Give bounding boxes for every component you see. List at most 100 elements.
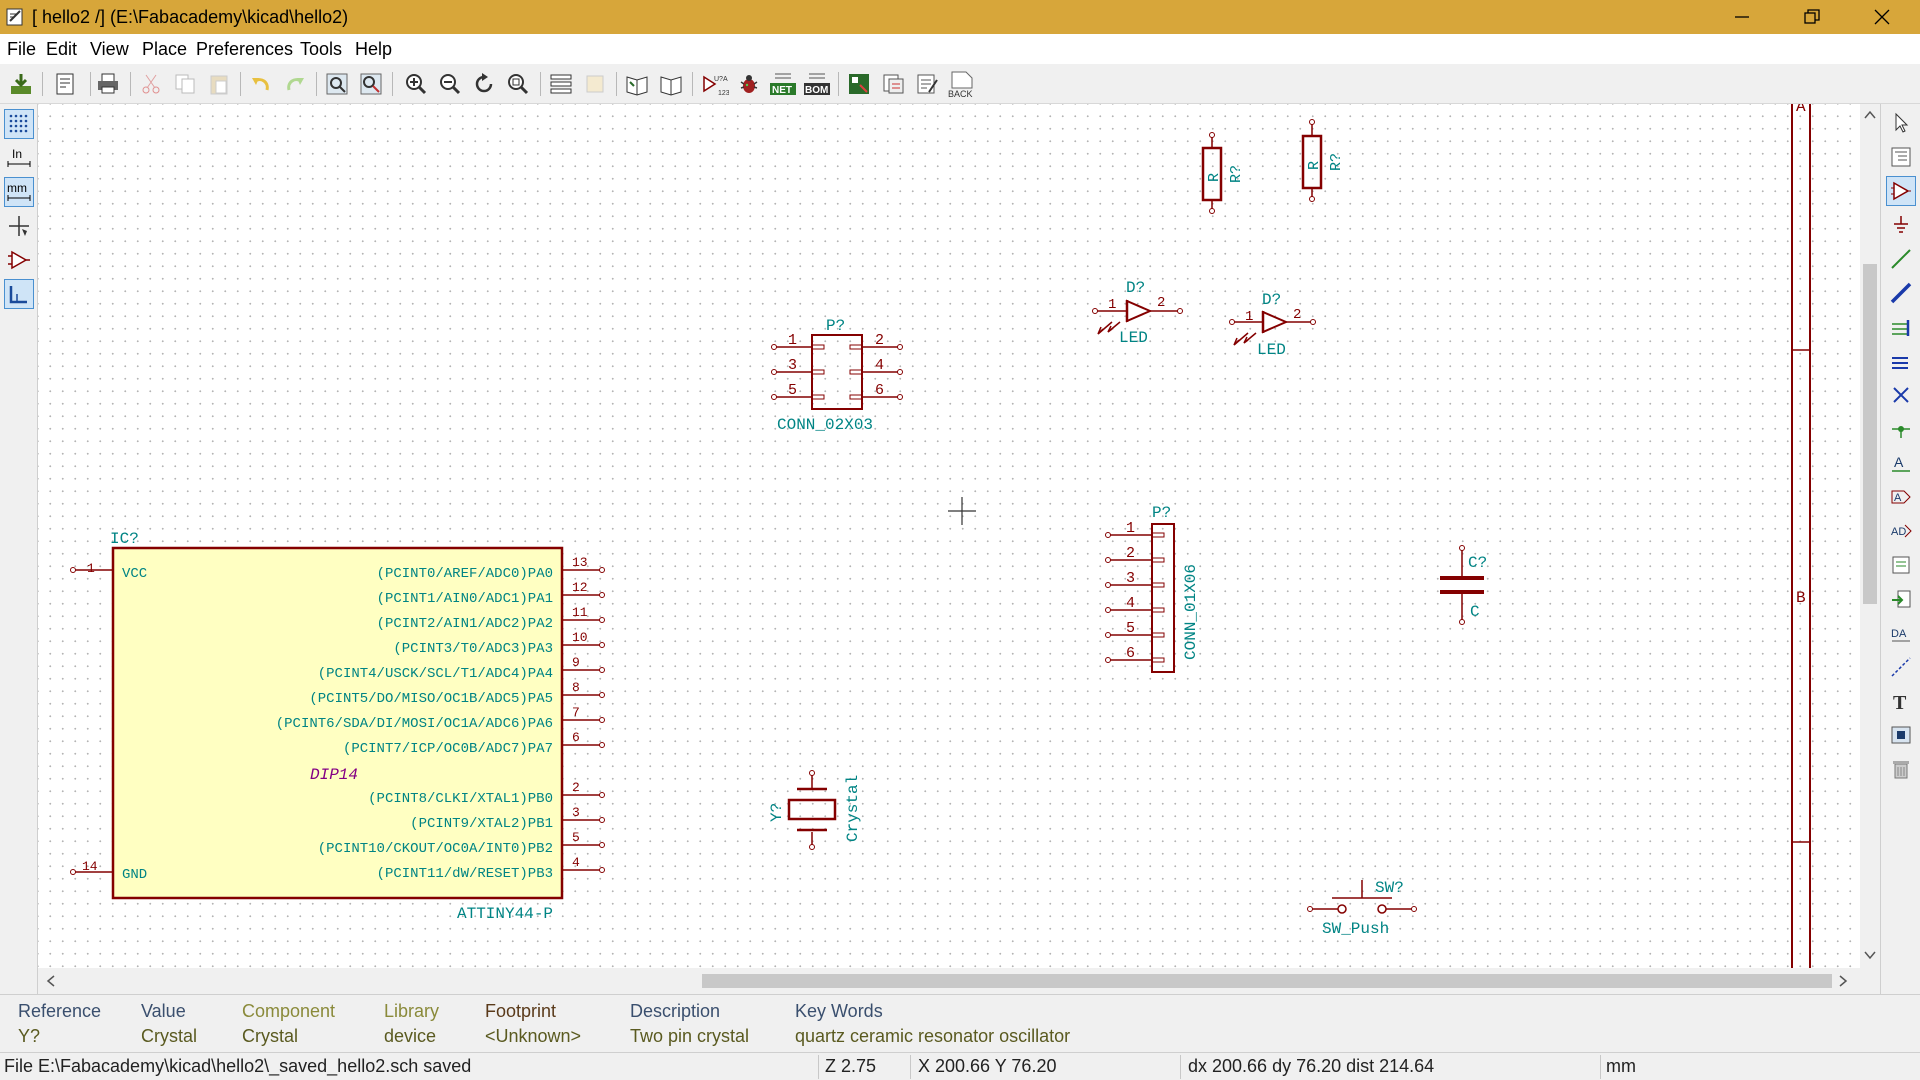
switch-reference: SW? (1375, 879, 1404, 897)
scroll-up-icon[interactable] (1864, 110, 1876, 120)
place-bus-button[interactable] (1886, 278, 1916, 308)
led-1[interactable]: D? LED 1 2 (1092, 279, 1183, 347)
select-tool-button[interactable] (1886, 108, 1916, 138)
units-mm-button[interactable]: mm (4, 177, 34, 207)
place-power-button[interactable] (1886, 210, 1916, 240)
ic-attiny44[interactable]: IC? ATTINY44-P DIP14 1 VCC 14 GND 13(PCI… (70, 530, 605, 923)
left-toolbar: In mm (0, 104, 38, 994)
push-switch[interactable]: SW? SW_Push (1307, 879, 1417, 938)
menu-edit[interactable]: Edit (46, 39, 78, 59)
place-graphic-line-button[interactable] (1886, 652, 1916, 682)
vertical-scroll-thumb[interactable] (1863, 264, 1877, 604)
zoom-in-button[interactable] (401, 69, 431, 99)
delete-item-button[interactable] (1886, 754, 1916, 784)
import-sheet-pin-button[interactable] (1886, 584, 1916, 614)
capacitor[interactable]: C? C (1440, 545, 1487, 625)
schematic-canvas[interactable]: A B IC? ATTINY44-P DIP14 1 VCC 14 GND 13… (38, 104, 1860, 968)
info-library-header: Library (384, 1001, 440, 1021)
resistor-2[interactable]: R R? (1301, 119, 1345, 202)
bom-button[interactable]: BOM (802, 69, 832, 99)
close-button[interactable] (1852, 0, 1912, 34)
bus-to-bus-entry-button[interactable] (1886, 346, 1916, 376)
scroll-left-icon[interactable] (46, 975, 56, 987)
save-button[interactable] (6, 69, 36, 99)
edit-fields-button[interactable] (912, 69, 942, 99)
place-hier-sheet-button[interactable] (1886, 550, 1916, 580)
resistor-2-reference: R? (1328, 153, 1345, 171)
menu-tools[interactable]: Tools (300, 39, 343, 59)
place-global-label-button[interactable]: A (1886, 482, 1916, 512)
hierarchy-navigator-button[interactable] (546, 69, 576, 99)
paste-button[interactable] (204, 69, 234, 99)
horizontal-scroll-thumb[interactable] (702, 974, 1832, 988)
place-sheet-pin-button[interactable]: DA (1886, 618, 1916, 648)
place-net-label-button[interactable]: A (1886, 448, 1916, 478)
page-settings-button[interactable] (50, 69, 80, 99)
library-editor-button[interactable] (622, 69, 652, 99)
component-icon (1891, 181, 1911, 201)
zoom-out-button[interactable] (435, 69, 465, 99)
redraw-button[interactable] (469, 69, 499, 99)
hierarchy-tool-button[interactable] (1886, 142, 1916, 172)
schematic-drawing: A B IC? ATTINY44-P DIP14 1 VCC 14 GND 13… (70, 104, 1811, 968)
no-connect-button[interactable] (1886, 380, 1916, 410)
place-component-button[interactable] (1886, 176, 1916, 206)
undo-button[interactable] (246, 69, 276, 99)
leave-sheet-button[interactable] (580, 69, 610, 99)
menu-preferences[interactable]: Preferences (196, 39, 294, 59)
netlist-button[interactable]: NET (768, 69, 798, 99)
resistor-1[interactable]: R R? (1201, 132, 1245, 214)
menu-view[interactable]: View (90, 39, 129, 59)
library-editor-icon (626, 76, 648, 96)
vertical-scrollbar[interactable] (1860, 104, 1880, 968)
cursor-shape-button[interactable] (4, 211, 34, 241)
scroll-right-icon[interactable] (1838, 975, 1848, 987)
place-image-button[interactable] (1886, 720, 1916, 750)
status-zoom: Z 2.75 (825, 1056, 877, 1076)
menu-place[interactable]: Place (142, 39, 188, 59)
redo-button[interactable] (280, 69, 310, 99)
show-grid-button[interactable] (4, 109, 34, 139)
wire-bus-entry-icon (1892, 320, 1910, 336)
place-wire-button[interactable] (1886, 244, 1916, 274)
info-reference-value: Y? (18, 1026, 41, 1046)
orthogonal-lines-button[interactable] (4, 279, 34, 309)
horizontal-scrollbar[interactable] (38, 968, 1860, 994)
hidden-pins-button[interactable] (4, 245, 34, 275)
place-junction-button[interactable] (1886, 414, 1916, 444)
cvpcb-button[interactable] (844, 69, 874, 99)
cut-button[interactable] (136, 69, 166, 99)
redo-icon (287, 78, 304, 91)
global-label-icon: A (1891, 490, 1911, 504)
place-hier-label-button[interactable]: AD (1886, 516, 1916, 546)
led-2[interactable]: D? LED 1 2 (1229, 291, 1316, 359)
units-inch-button[interactable]: In (4, 143, 34, 173)
zoom-fit-button[interactable] (503, 69, 533, 99)
pcbnew-button[interactable]: BACK (946, 69, 976, 99)
scroll-down-icon[interactable] (1864, 950, 1876, 960)
wire-to-bus-entry-button[interactable] (1886, 312, 1916, 342)
library-browser-button[interactable] (656, 69, 686, 99)
place-text-button[interactable]: T (1886, 686, 1916, 716)
orthogonal-icon (9, 286, 27, 304)
restore-button[interactable] (1782, 0, 1842, 34)
copy-button[interactable] (170, 69, 200, 99)
erc-button[interactable] (734, 69, 764, 99)
backannotate-button[interactable] (878, 69, 908, 99)
led-2-pin1: 1 (1245, 309, 1253, 325)
conn-1x6-pin: 6 (1126, 645, 1135, 662)
menu-help[interactable]: Help (355, 39, 393, 59)
crystal[interactable]: Y? Crystal (768, 770, 862, 850)
info-footprint-value: <Unknown> (485, 1026, 582, 1046)
find-button[interactable] (322, 69, 352, 99)
minimize-button[interactable] (1712, 0, 1772, 34)
menu-file[interactable]: File (7, 39, 37, 59)
ground-icon (1894, 216, 1908, 233)
backannotate-icon (883, 74, 904, 94)
print-button[interactable] (93, 69, 123, 99)
ic-pin-name: (PCINT2/AIN1/ADC2)PA2 (377, 616, 553, 632)
find-replace-button[interactable] (356, 69, 386, 99)
